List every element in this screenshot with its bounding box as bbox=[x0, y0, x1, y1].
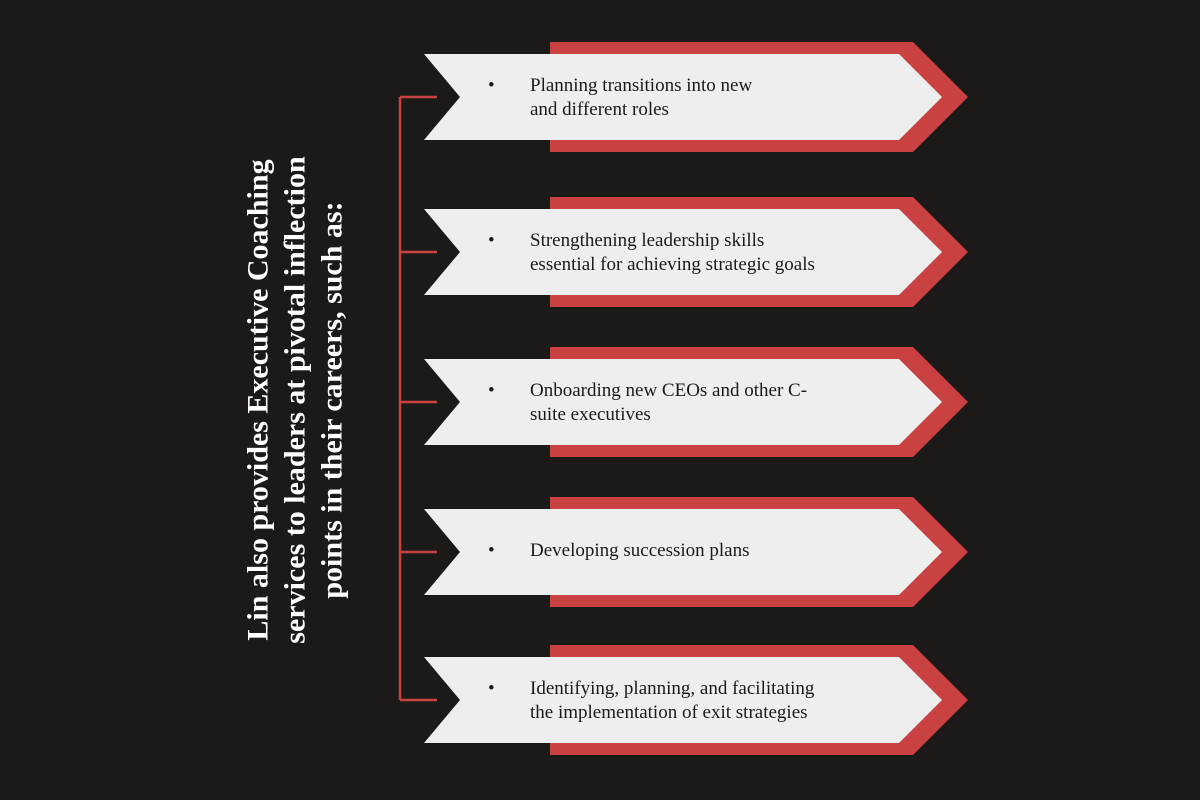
bullet-icon: • bbox=[488, 75, 495, 96]
arrow-front-panel bbox=[424, 509, 942, 595]
arrow-shape bbox=[424, 347, 968, 457]
bullet-icon: • bbox=[488, 678, 495, 699]
item-label: Planning transitions into new and differ… bbox=[530, 75, 753, 120]
arrow-shape bbox=[424, 197, 968, 307]
item-label: Onboarding new CEOs and other C- suite e… bbox=[530, 380, 808, 425]
list-item: • Developing succession plans bbox=[488, 539, 868, 563]
arrow-list bbox=[424, 42, 968, 755]
bullet-icon: • bbox=[488, 380, 495, 401]
diagram-title: Lin also provides Executive Coaching ser… bbox=[241, 156, 349, 644]
arrow-shape bbox=[424, 42, 968, 152]
bullet-icon: • bbox=[488, 540, 495, 561]
item-label: Developing succession plans bbox=[530, 540, 750, 561]
item-label: Identifying, planning, and facilitating … bbox=[530, 678, 815, 723]
arrow-shape bbox=[424, 497, 968, 607]
arrow-front-panel bbox=[424, 359, 942, 445]
list-item: • Planning transitions into new and diff… bbox=[488, 74, 868, 122]
arrow-front-panel bbox=[424, 657, 942, 743]
list-item: • Strengthening leadership skills essent… bbox=[488, 229, 868, 277]
bullet-icon: • bbox=[488, 230, 495, 251]
arrow-front-panel bbox=[424, 54, 942, 140]
bracket-connector bbox=[398, 95, 437, 702]
list-item: • Onboarding new CEOs and other C- suite… bbox=[488, 379, 868, 427]
list-item: • Identifying, planning, and facilitatin… bbox=[488, 677, 868, 725]
item-label: Strengthening leadership skills essentia… bbox=[530, 230, 815, 275]
arrow-front-panel bbox=[424, 209, 942, 295]
arrow-shape bbox=[424, 645, 968, 755]
